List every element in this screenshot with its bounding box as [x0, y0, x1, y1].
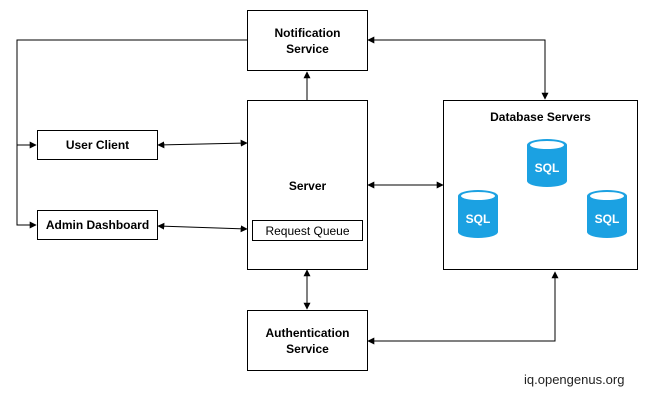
watermark: iq.opengenus.org — [524, 372, 625, 387]
sql-icon-text-1: SQL — [535, 161, 560, 175]
edge-notification-to-clients — [16, 39, 247, 229]
admin-dashboard-box[interactable]: Admin Dashboard — [37, 210, 158, 240]
authentication-service-box[interactable]: Authentication Service — [247, 310, 368, 371]
sql-cylinder-icon-1: SQL — [527, 139, 567, 187]
notification-service-box[interactable]: Notification Service — [247, 10, 368, 71]
sql-icon-text-3: SQL — [595, 212, 620, 226]
database-servers-label: Database Servers — [490, 110, 591, 124]
server-box[interactable]: Server — [247, 100, 368, 270]
sql-database-icon: SQL — [458, 190, 498, 245]
sql-cylinder-icon-3: SQL — [587, 190, 627, 238]
user-client-box[interactable]: User Client — [37, 130, 158, 160]
sql-icon-text-2: SQL — [466, 212, 491, 226]
notification-service-label: Notification Service — [274, 25, 341, 56]
sql-database-icon: SQL — [527, 139, 567, 194]
sql-database-icon: SQL — [587, 190, 627, 245]
user-client-label: User Client — [65, 138, 130, 152]
edge-user-client-server — [157, 139, 248, 149]
admin-dashboard-label: Admin Dashboard — [45, 218, 150, 232]
edge-notification-database — [367, 36, 549, 100]
edge-admin-server — [157, 222, 248, 233]
authentication-service-label: Authentication Service — [265, 325, 350, 356]
server-label: Server — [288, 179, 327, 193]
request-queue-box[interactable]: Request Queue — [252, 220, 363, 241]
database-servers-box[interactable]: Database Servers — [443, 100, 638, 270]
edge-auth-database — [367, 271, 559, 345]
request-queue-label: Request Queue — [265, 223, 350, 238]
sql-cylinder-icon-2: SQL — [458, 190, 498, 238]
